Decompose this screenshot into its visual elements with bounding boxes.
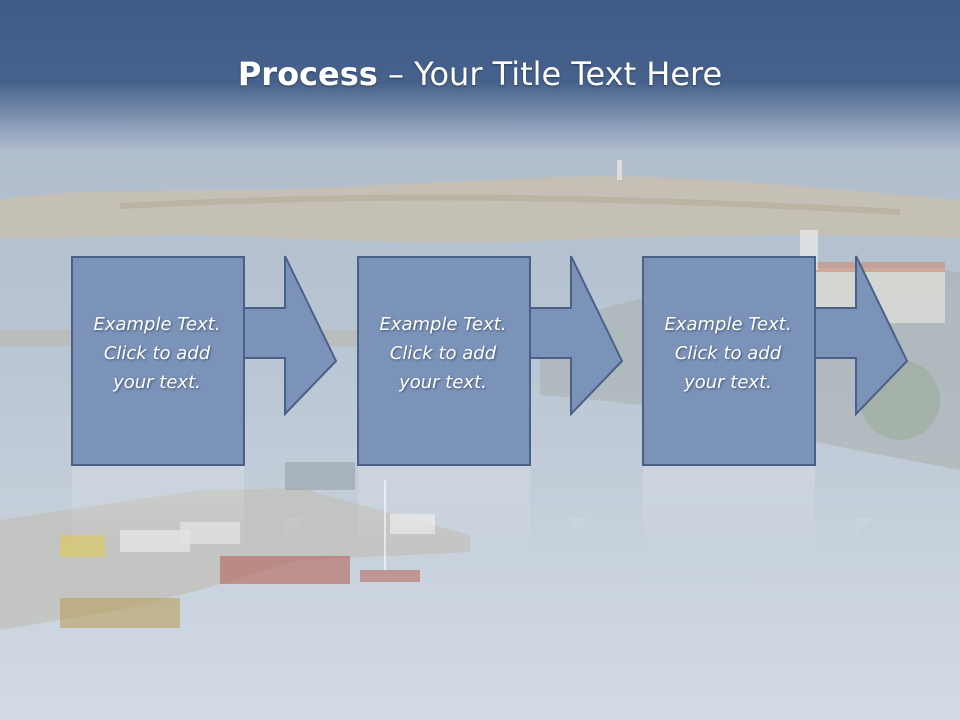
step-2-text[interactable]: Example Text. Click to add your text. <box>357 310 529 397</box>
step-1-line-3: your text. <box>113 372 201 393</box>
title-bold-part: Process <box>237 55 378 93</box>
step-1-box <box>71 256 245 466</box>
step-1-shape <box>71 255 338 466</box>
step-1-text[interactable]: Example Text. Click to add your text. <box>71 310 243 397</box>
process-step-3[interactable]: Example Text. Click to add your text. <box>642 255 922 468</box>
step-3-shape <box>642 255 909 466</box>
process-step-1[interactable]: Example Text. Click to add your text. <box>71 255 351 468</box>
step-3-line-2: Click to add <box>674 343 782 364</box>
step-3-text[interactable]: Example Text. Click to add your text. <box>642 310 814 397</box>
slide-title[interactable]: Process – Your Title Text Here <box>0 52 960 96</box>
step-3-line-3: your text. <box>684 372 772 393</box>
step-1-line-1: Example Text. <box>93 314 221 335</box>
step-3-line-1: Example Text. <box>664 314 792 335</box>
step-2-line-3: your text. <box>399 372 487 393</box>
step-2-line-1: Example Text. <box>379 314 507 335</box>
step-2-box <box>357 256 531 466</box>
step-2-shape <box>357 255 624 466</box>
step-2-line-2: Click to add <box>389 343 497 364</box>
right-arrow-icon <box>243 255 338 417</box>
step-1-line-2: Click to add <box>103 343 211 364</box>
right-arrow-icon <box>529 255 624 417</box>
title-rest-part: – Your Title Text Here <box>377 55 723 93</box>
title-band <box>0 0 960 150</box>
step-3-box <box>642 256 816 466</box>
process-step-2[interactable]: Example Text. Click to add your text. <box>357 255 637 468</box>
right-arrow-icon <box>814 255 909 417</box>
